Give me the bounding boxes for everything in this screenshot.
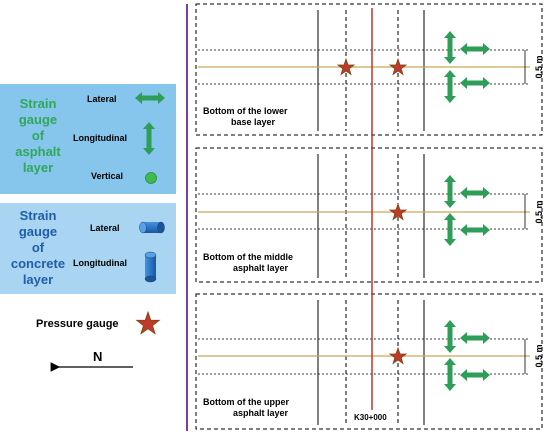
- north-label: N: [93, 349, 103, 364]
- vertical-dot-icon: [145, 172, 157, 184]
- asphalt-legend-title: Strain gauge of asphalt layer: [15, 96, 61, 175]
- concrete-legend-title: Strain gauge of concrete layer: [10, 208, 66, 287]
- pressure-gauge-star: [336, 57, 356, 76]
- asphalt-longitudinal-label: Longitudinal: [73, 133, 127, 143]
- panel-label-lower-base: Bottom of the lower base layer: [203, 106, 288, 127]
- lateral-cylinder-icon: [139, 221, 165, 234]
- dimension-label: 0.5 m: [534, 55, 544, 78]
- pressure-gauge-star: [388, 202, 408, 221]
- concrete-legend-box: Strain gauge of concrete layer Lateral L…: [0, 203, 176, 294]
- strain-gauge-group-lower-base: [444, 31, 490, 103]
- concrete-lateral-label: Lateral: [90, 223, 120, 233]
- dimension-label: 0.5 m: [534, 344, 544, 367]
- concrete-longitudinal-label: Longitudinal: [73, 258, 127, 268]
- pressure-gauge-star: [388, 57, 408, 76]
- pressure-gauge-star: [388, 346, 408, 365]
- lateral-arrow-icon: [135, 92, 165, 104]
- longitudinal-arrow-icon: [143, 122, 155, 155]
- dimension-label: 0.5 m: [534, 200, 544, 223]
- panel-label-upper-asphalt: Bottom of the upper asphalt layer: [203, 397, 289, 418]
- station-label: K30+000: [354, 413, 387, 422]
- pressure-gauge-label: Pressure gauge: [36, 318, 119, 330]
- asphalt-lateral-label: Lateral: [87, 94, 117, 104]
- pressure-gauge-star-icon: [135, 310, 161, 335]
- strain-gauge-group-upper-asphalt: [444, 320, 490, 391]
- longitudinal-cylinder-icon: [144, 251, 157, 283]
- panel-label-middle-asphalt: Bottom of the middle asphalt layer: [203, 252, 293, 273]
- strain-gauge-group-middle-asphalt: [444, 175, 490, 246]
- asphalt-vertical-label: Vertical: [91, 171, 124, 181]
